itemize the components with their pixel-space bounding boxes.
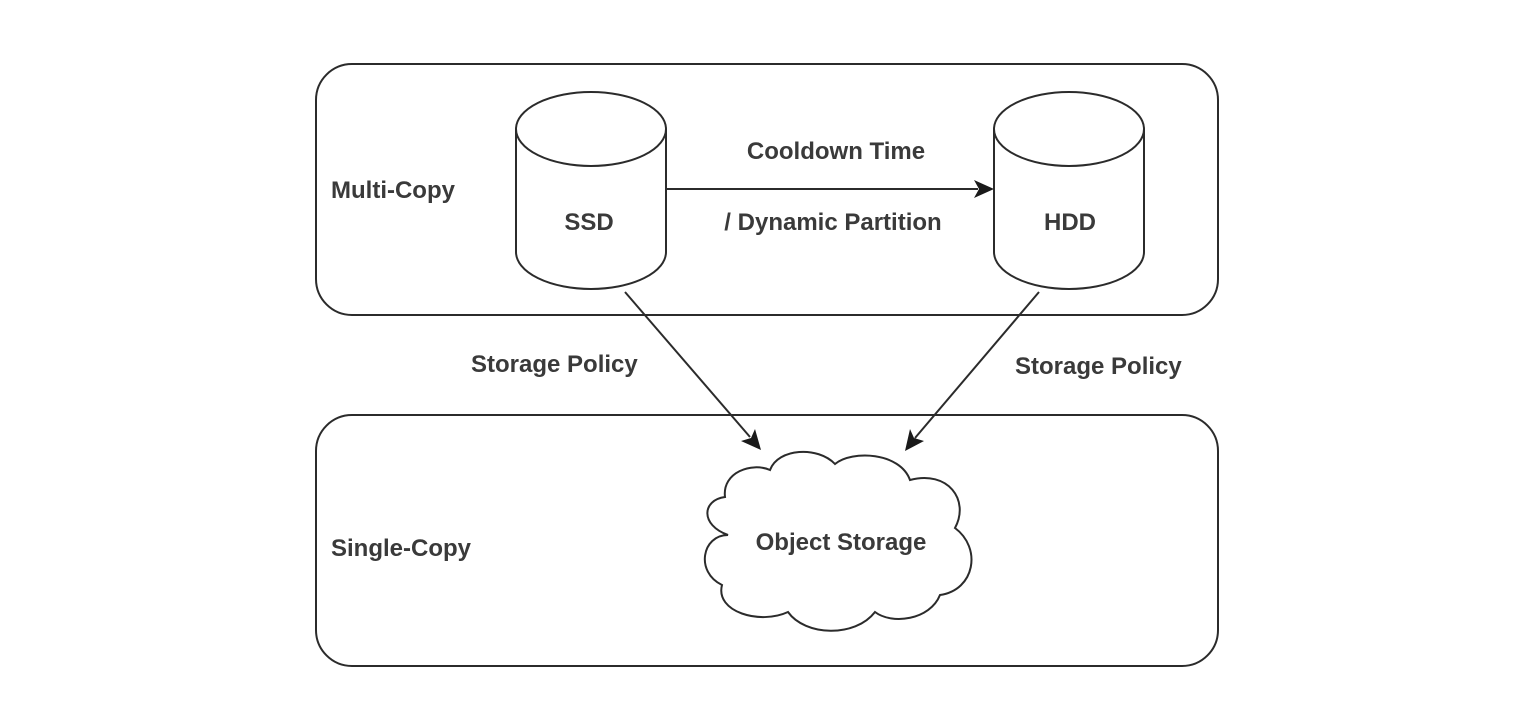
object-storage-cloud [703,451,973,632]
ssd-label: SSD [564,209,613,236]
ssd-to-hdd-arrow [667,180,994,198]
ssd-cylinder [515,91,667,290]
hdd-label: HDD [1044,209,1096,236]
cooldown-time-label: Cooldown Time [747,138,925,165]
hdd-cylinder [993,91,1145,290]
storage-policy-left-label: Storage Policy [471,351,638,378]
single-copy-label: Single-Copy [331,535,472,562]
ssd-to-object-storage-arrow [624,291,761,450]
multi-copy-label: Multi-Copy [331,177,456,204]
hdd-to-object-storage-arrow [905,291,1040,451]
object-storage-label: Object Storage [756,529,927,556]
storage-policy-right-label: Storage Policy [1015,353,1182,380]
dynamic-partition-label: / Dynamic Partition [724,209,941,236]
